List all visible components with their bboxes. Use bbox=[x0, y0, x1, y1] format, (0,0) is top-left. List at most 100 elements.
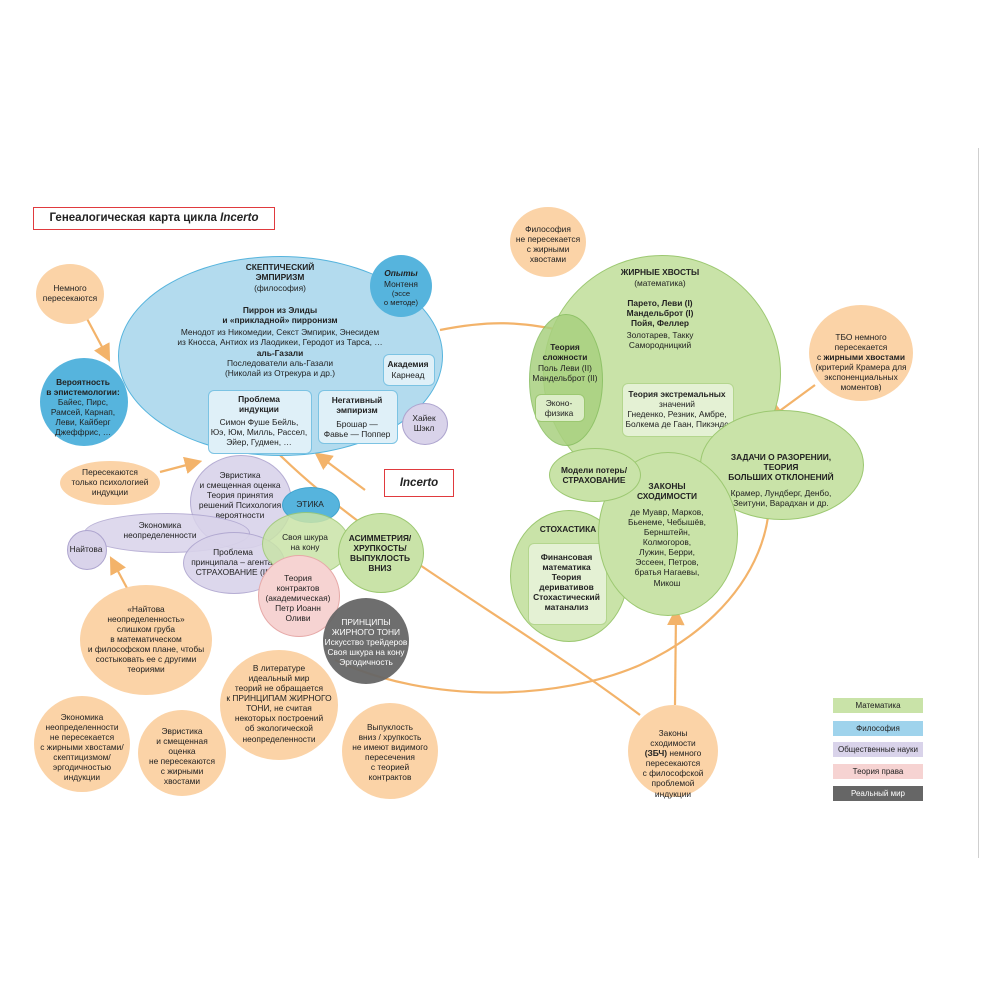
note-tbo-post: (критерий Крамера для экспоненциальных м… bbox=[815, 362, 907, 393]
stochastics-head: СТОХАСТИКА bbox=[539, 524, 597, 534]
map-title-italic: Incerto bbox=[220, 212, 259, 224]
convergence-head: ЗАКОНЫ СХОДИМОСТИ bbox=[637, 481, 697, 502]
legend-math: Математика bbox=[833, 698, 923, 713]
fat-tony-text: ПРИНЦИПЫ ЖИРНОГО ТОНИ Искусство трейдеро… bbox=[324, 617, 408, 668]
montaigne-head: Опыты bbox=[384, 268, 418, 278]
note-psychology-circle bbox=[60, 461, 160, 505]
skin-text: Своя шкура на кону bbox=[282, 532, 328, 553]
note-philosophy: Философия не пересекается с жирными хвос… bbox=[515, 224, 581, 265]
note-literature-circle bbox=[220, 650, 338, 760]
note-convexity: Выпуклость вниз / хрупкость не имеют вид… bbox=[352, 722, 428, 783]
note-slightly: Немного пересекаются bbox=[42, 283, 98, 304]
note-knight: «Найтова неопределенность» слишком груба… bbox=[87, 604, 205, 675]
skeptical-head: СКЕПТИЧЕСКИЙ ЭМПИРИЗМ bbox=[245, 262, 315, 283]
legend-social: Общественные науки bbox=[833, 742, 923, 757]
hayek-text: Хайек Шэкл bbox=[412, 413, 436, 434]
probability-body: Байес, Пирс, Рамсей, Карнап, Леви, Кайбе… bbox=[50, 397, 116, 438]
ethics-text: ЭТИКА bbox=[296, 499, 324, 509]
page-edge bbox=[978, 148, 979, 858]
fat-tails-sub: (математика) bbox=[634, 278, 686, 288]
note-philosophy-circle bbox=[510, 207, 586, 277]
negative-empiricism-box bbox=[318, 390, 398, 444]
academy-body: Карнеад bbox=[391, 370, 425, 380]
arrow-psychology bbox=[159, 456, 203, 474]
stochastics-body: Финансовая математика Теория деривативов… bbox=[533, 552, 600, 613]
ghazali-head: аль-Газали bbox=[256, 348, 304, 358]
convergence-circle bbox=[598, 452, 738, 616]
note-heuristics-circle bbox=[138, 710, 226, 796]
loss-models-text: Модели потерь/ СТРАХОВАНИЕ bbox=[560, 465, 628, 486]
arrow-incerto bbox=[314, 452, 366, 491]
ruin-head: ЗАДАЧИ О РАЗОРЕНИИ, ТЕОРИЯ БОЛЬШИХ ОТКЛО… bbox=[728, 452, 834, 483]
academy-box bbox=[383, 354, 435, 386]
induction-head: Проблема индукции bbox=[238, 394, 280, 415]
note-convexity-circle bbox=[342, 703, 438, 799]
montaigne-circle bbox=[370, 255, 432, 317]
fat-tails-bold: Парето, Леви (I) Мандельброт (I) Пойя, Ф… bbox=[626, 298, 694, 329]
extreme-head: Теория экстремальных bbox=[628, 389, 726, 399]
fat-tails-body: Золотарев, Такку Самородницкий bbox=[626, 330, 694, 351]
pyrrho-body: Менодот из Никомедии, Секст Эмпирик, Эне… bbox=[177, 327, 383, 348]
note-slightly-circle bbox=[36, 264, 104, 324]
note-lln: Законы сходимости (ЗБЧ) немного пересека… bbox=[628, 718, 718, 799]
asymmetry-circle bbox=[338, 513, 424, 593]
map-title-text: Генеалогическая карта цикла bbox=[49, 212, 221, 224]
induction-body: Симон Фуше Бейль, Юэ, Юм, Милль, Рассел,… bbox=[210, 417, 308, 448]
heuristics-text: Эвристика и смещенная оценка Теория прин… bbox=[198, 470, 282, 521]
pyrrho-head: Пиррон из Элиды и «прикладной» пирронизм bbox=[222, 305, 338, 326]
probability-head: Вероятность в эпистемологии: bbox=[46, 377, 120, 398]
fat-tails-head: ЖИРНЫЕ ХВОСТЫ bbox=[620, 267, 700, 277]
note-literature: В литературе идеальный мир теорий не обр… bbox=[226, 663, 332, 744]
link-diagonal bbox=[264, 439, 641, 716]
negemp-body: Брошар — Фавье — Поппер bbox=[323, 419, 391, 440]
legend-philosophy: Философия bbox=[833, 721, 923, 736]
loss-models-circle bbox=[549, 448, 641, 502]
fat-tony-circle bbox=[323, 598, 409, 684]
montaigne-body: Монтеня bbox=[384, 279, 418, 289]
note-lln-bold: (ЗБЧ) bbox=[644, 748, 668, 759]
contracts-text: Теория контрактов (академическая) Петр И… bbox=[265, 573, 331, 624]
note-lln-circle bbox=[628, 705, 718, 797]
note-econ: Экономика неопределенности не пересекает… bbox=[40, 712, 124, 783]
contracts-circle bbox=[258, 555, 340, 637]
note-tbo-bold: жирными хвостами bbox=[823, 352, 906, 363]
academy-head: Академия bbox=[387, 359, 429, 369]
note-lln-post: немного пересекаются с философской пробл… bbox=[642, 748, 704, 799]
induction-box bbox=[208, 390, 312, 454]
econ-uncertainty-text: Экономика неопределенности bbox=[123, 520, 197, 541]
complexity-body: Поль Леви (II) Мандельброт (II) bbox=[532, 363, 598, 384]
arrow-lln bbox=[667, 607, 685, 706]
arrow-slightly bbox=[84, 314, 111, 362]
stochastics-box bbox=[528, 543, 607, 625]
ruin-body: Крамер, Лундберг, Денбо, Зеитуни, Варадх… bbox=[730, 488, 832, 509]
note-tbo-pre: ТБО немного пересекается с bbox=[816, 332, 888, 363]
hayek-circle bbox=[402, 403, 448, 445]
note-heuristics: Эвристика и смещенная оценка не пересека… bbox=[148, 726, 216, 787]
probability-circle bbox=[40, 358, 128, 446]
note-psychology: Пересекаются только психологией индукции bbox=[71, 467, 149, 498]
extreme-value-box bbox=[622, 383, 734, 437]
note-econ-circle bbox=[34, 696, 130, 792]
ghazali-body: Последователи аль-Газали (Николай из Отр… bbox=[225, 358, 335, 379]
montaigne-note: (эссе о методе) bbox=[383, 289, 419, 308]
note-knight-circle bbox=[80, 585, 212, 695]
note-tbo-circle bbox=[809, 305, 913, 401]
extreme-body: значений Гнеденко, Резник, Амбре, Болкем… bbox=[625, 399, 729, 430]
legend-real-world: Реальный мир bbox=[833, 786, 923, 801]
knight-circle bbox=[67, 530, 107, 570]
arrow-knight bbox=[109, 556, 129, 591]
negemp-head: Негативный эмпиризм bbox=[331, 395, 383, 416]
note-lln-pre: Законы сходимости bbox=[650, 728, 696, 749]
complexity-ellipse bbox=[529, 314, 603, 446]
econophysics-box bbox=[535, 394, 585, 422]
convergence-body: де Муавр, Марков, Бьенеме, Чебышёв, Берн… bbox=[628, 507, 706, 588]
skeptical-sub: (философия) bbox=[254, 283, 306, 293]
asymmetry-text: АСИММЕТРИЯ/ ХРУПКОСТЬ/ ВЫПУКЛОСТЬ ВНИЗ bbox=[348, 533, 412, 574]
knight-text: Найтова bbox=[69, 544, 103, 554]
legend-law: Теория права bbox=[833, 764, 923, 779]
map-title: Генеалогическая карта цикла Incerto bbox=[33, 207, 275, 230]
note-tbo: ТБО немного пересекается с жирными хвост… bbox=[809, 322, 913, 393]
incerto-box: Incerto bbox=[384, 469, 454, 497]
complexity-head: Теория сложности bbox=[542, 342, 588, 363]
econophysics-text: Эконо- физика bbox=[544, 398, 574, 419]
